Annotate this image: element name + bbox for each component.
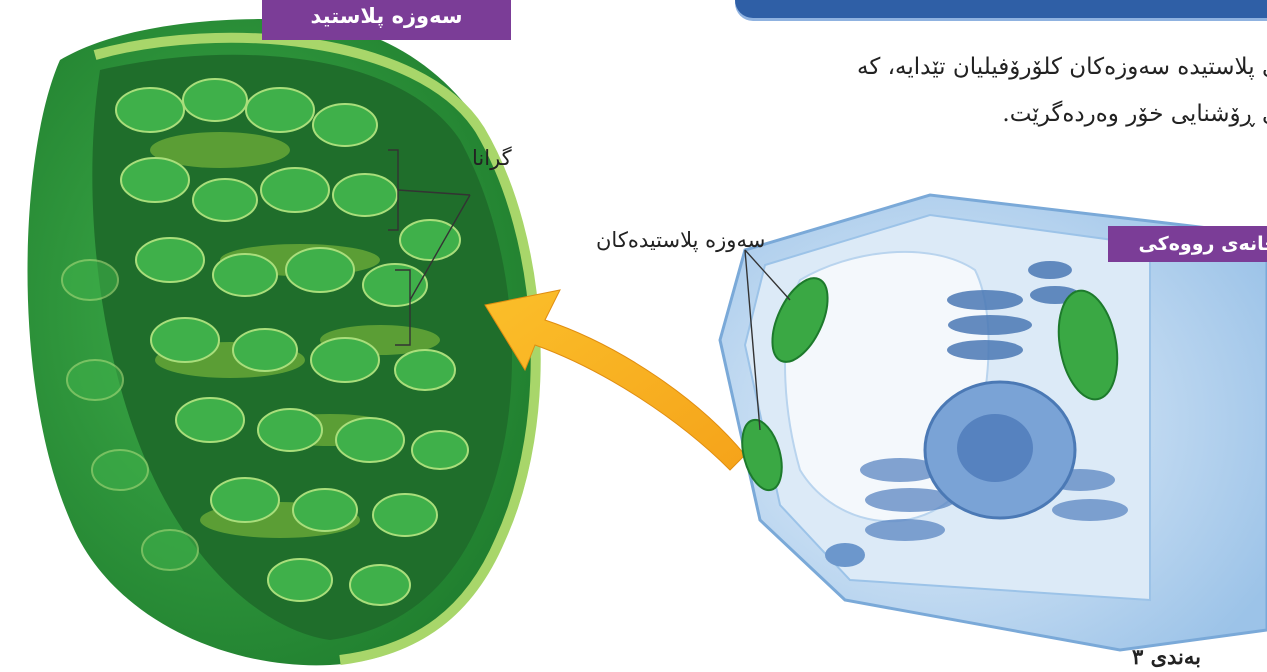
body-text-line-1: ی پلاستیدە سەوزەکان کلۆرۆفیلیان تێدایە، …: [740, 44, 1267, 91]
chloroplasts-callout: سەوزە پلاستیدەکان: [596, 228, 765, 252]
body-text: ی پلاستیدە سەوزەکان کلۆرۆفیلیان تێدایە، …: [740, 44, 1267, 138]
plant-cell-illustration: [720, 195, 1267, 650]
body-text-line-2: ی ڕۆشنایی خۆر وەردەگرێت.: [740, 91, 1267, 138]
nucleolus: [957, 414, 1033, 482]
mitochondrion: [825, 543, 865, 567]
chloroplast-illustration: [28, 19, 540, 665]
chloroplast-label: سەوزە پلاستید: [262, 0, 511, 40]
plant-cell-label: خانەی رووەکی: [1108, 226, 1267, 262]
figure-caption: بەندی ٣: [1132, 644, 1201, 669]
grana-callout: گرانا: [472, 146, 512, 170]
